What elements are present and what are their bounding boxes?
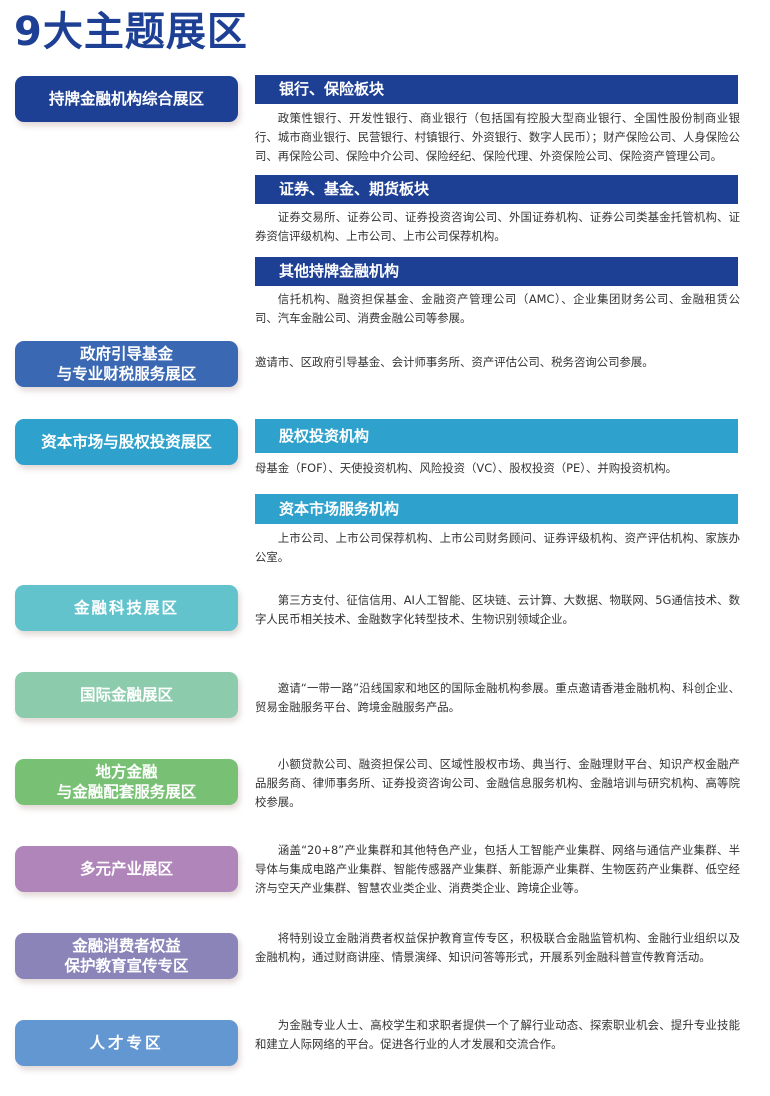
page-title: 9大主题展区 — [14, 9, 248, 55]
zone-desc-diverse-industry: 涵盖“20+8”产业集群和其他特色产业，包括人工智能产业集群、网络与通信产业集群… — [255, 843, 740, 895]
section-desc-banking-insurance: 政策性银行、开发性银行、商业银行（包括国有控股大型商业银行、全国性股份制商业银行… — [255, 111, 740, 163]
zone-international-finance[interactable]: 国际金融展区 — [15, 672, 238, 718]
zone-government-fund[interactable]: 政府引导基金 与专业财税服务展区 — [15, 341, 238, 387]
zone-diverse-industry[interactable]: 多元产业展区 — [15, 846, 238, 892]
section-heading-other-licensed: 其他持牌金融机构 — [255, 257, 738, 286]
section-heading-banking-insurance: 银行、保险板块 — [255, 75, 738, 104]
zone-capital-market-sections: 股权投资机构 母基金（FOF）、天使投资机构、风险投资（VC）、股权投资（PE）… — [255, 419, 740, 567]
zone-local-finance[interactable]: 地方金融 与金融配套服务展区 — [15, 759, 238, 805]
zone-desc-government-fund: 邀请市、区政府引导基金、会计师事务所、资产评估公司、税务咨询公司参展。 — [255, 355, 654, 369]
zone-licensed-finance-sections: 银行、保险板块 政策性银行、开发性银行、商业银行（包括国有控股大型商业银行、全国… — [255, 75, 740, 328]
zone-licensed-finance[interactable]: 持牌金融机构综合展区 — [15, 76, 238, 122]
section-heading-securities: 证券、基金、期货板块 — [255, 175, 738, 204]
section-heading-capital-services: 资本市场服务机构 — [255, 494, 738, 524]
zone-desc-fintech: 第三方支付、征信信用、AI人工智能、区块链、云计算、大数据、物联网、5G通信技术… — [255, 593, 740, 626]
zone-desc-international-finance: 邀请“一带一路”沿线国家和地区的国际金融机构参展。重点邀请香港金融机构、科创企业… — [255, 681, 740, 714]
zone-desc-local-finance: 小额贷款公司、融资担保公司、区域性股权市场、典当行、金融理财平台、知识产权金融产… — [255, 757, 740, 809]
section-desc-equity-investment: 母基金（FOF）、天使投资机构、风险投资（VC）、股权投资（PE）、并购投资机构… — [255, 461, 678, 475]
zone-talent[interactable]: 人才专区 — [15, 1020, 238, 1066]
section-heading-equity-investment: 股权投资机构 — [255, 419, 738, 453]
zone-capital-market[interactable]: 资本市场与股权投资展区 — [15, 419, 238, 465]
section-desc-securities: 证券交易所、证券公司、证券投资咨询公司、外国证券机构、证券公司类基金托管机构、证… — [255, 210, 740, 243]
zone-fintech[interactable]: 金融科技展区 — [15, 585, 238, 631]
zone-consumer-protection[interactable]: 金融消费者权益 保护教育宣传专区 — [15, 933, 238, 979]
zone-desc-talent: 为金融专业人士、高校学生和求职者提供一个了解行业动态、探索职业机会、提升专业技能… — [255, 1018, 740, 1051]
zone-desc-consumer-protection: 将特别设立金融消费者权益保护教育宣传专区，积极联合金融监管机构、金融行业组织以及… — [255, 931, 740, 964]
section-desc-capital-services: 上市公司、上市公司保荐机构、上市公司财务顾问、证券评级机构、资产评估机构、家族办… — [255, 531, 740, 564]
section-desc-other-licensed: 信托机构、融资担保基金、金融资产管理公司（AMC）、企业集团财务公司、金融租赁公… — [255, 292, 740, 325]
